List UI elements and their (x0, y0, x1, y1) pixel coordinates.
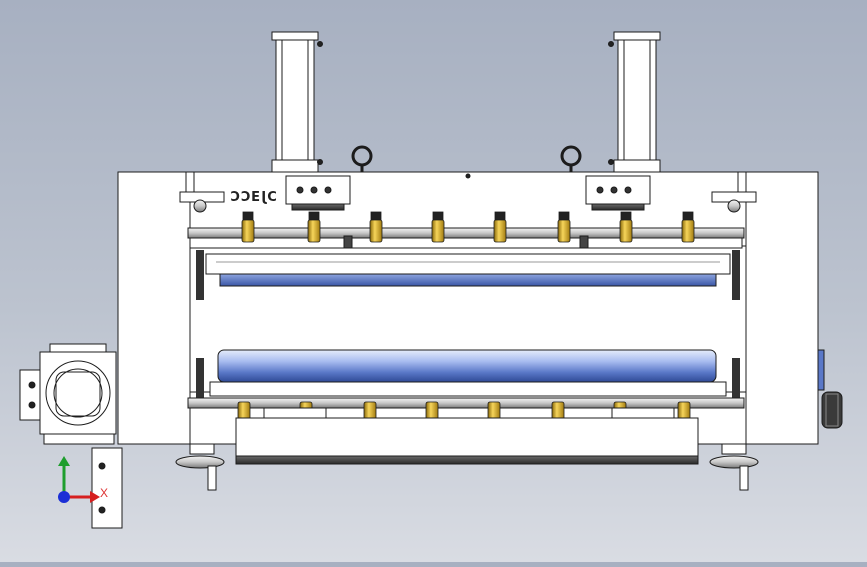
top-right-valve-block (585, 175, 651, 211)
right-foot (709, 443, 759, 491)
left-chain (196, 250, 204, 408)
axis-triad (58, 456, 100, 503)
right-vertical-actuator (608, 31, 661, 173)
right-handwheel (817, 349, 843, 429)
lower-shaft (187, 397, 745, 409)
top-left-bracket (179, 171, 225, 213)
lifting-eye-left (351, 145, 373, 172)
lower-roller (209, 349, 727, 397)
top-left-valve-block (285, 175, 351, 211)
lifting-eye-right (560, 145, 582, 172)
frame-logo (222, 190, 284, 206)
top-right-bracket (711, 171, 757, 213)
drive-motor (19, 343, 117, 445)
upper-roller (205, 253, 731, 287)
right-chain (732, 250, 740, 408)
bottom-tray (235, 417, 699, 465)
left-foot (175, 443, 225, 491)
left-vertical-actuator (271, 31, 323, 173)
x-axis-label: X (100, 486, 109, 500)
motor-mount-plate (91, 447, 123, 529)
top-shaft (187, 227, 745, 249)
top-brass-cylinders (241, 211, 695, 243)
frame-logo-text: ƆJƎCC (229, 190, 277, 205)
